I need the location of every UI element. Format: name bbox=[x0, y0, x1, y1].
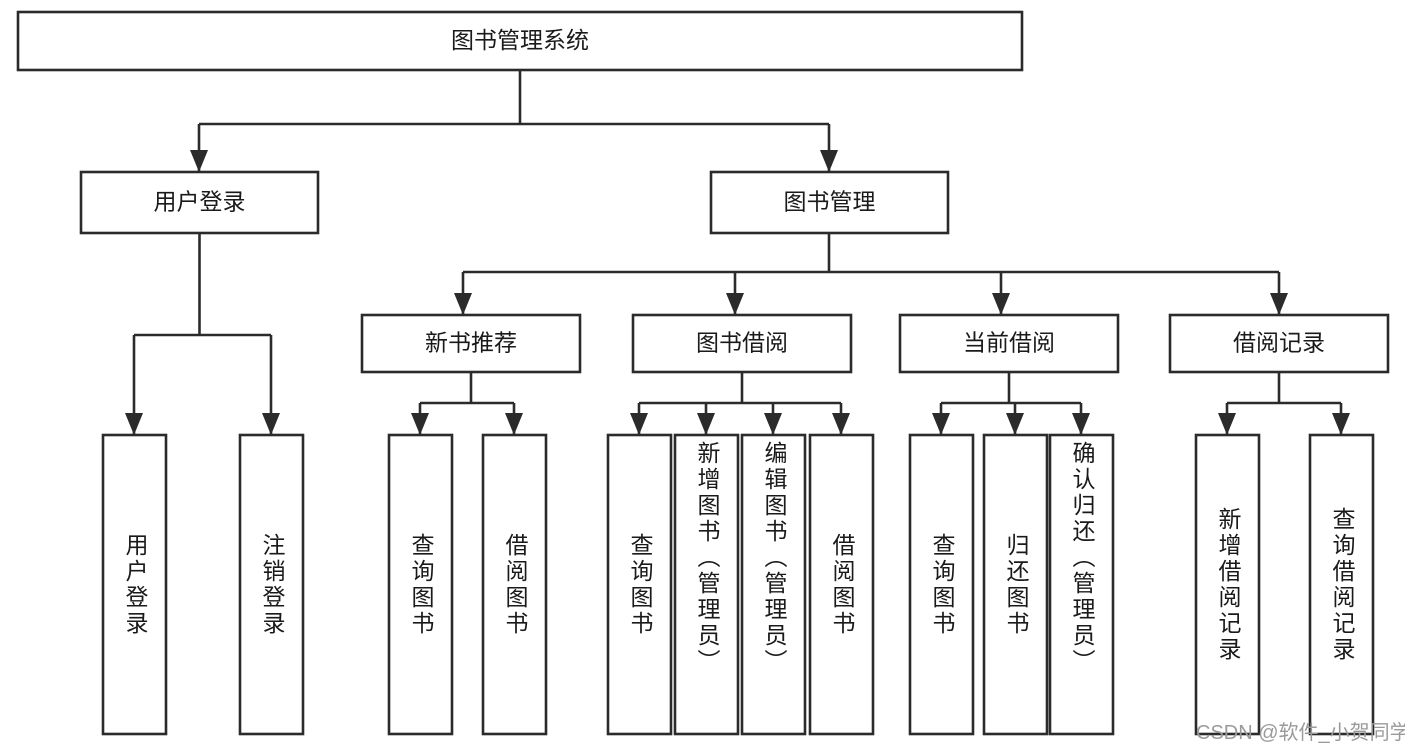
node-borrow-record[interactable] bbox=[1168, 313, 1390, 374]
node-label-new-book-rec: 新书推荐 bbox=[425, 330, 517, 356]
node-leaf-query-book-3[interactable] bbox=[908, 433, 975, 736]
node-root-图书管理系统[interactable] bbox=[16, 10, 1024, 72]
node-leaf-return-book[interactable] bbox=[982, 433, 1049, 736]
node-leaf-query-book-2[interactable] bbox=[606, 433, 673, 736]
node-leaf-borrow-book-2[interactable] bbox=[808, 433, 875, 736]
node-leaf-edit-book[interactable] bbox=[740, 433, 807, 736]
node-label-root: 图书管理系统 bbox=[451, 27, 589, 53]
node-label-borrow-record: 借阅记录 bbox=[1233, 330, 1325, 356]
node-current-borrow[interactable] bbox=[898, 313, 1120, 374]
node-leaf-add-record[interactable] bbox=[1194, 433, 1261, 736]
node-leaf-user-login[interactable] bbox=[101, 433, 168, 736]
connector-layer bbox=[125, 70, 1350, 435]
node-label-user-login: 用户登录 bbox=[154, 189, 246, 215]
node-leaf-query-book-1[interactable] bbox=[387, 433, 454, 736]
node-leaf-borrow-book-1[interactable] bbox=[481, 433, 548, 736]
node-new-book-rec[interactable] bbox=[360, 313, 582, 374]
node-leaf-confirm-return[interactable] bbox=[1048, 433, 1115, 736]
node-leaf-query-record[interactable] bbox=[1308, 433, 1375, 736]
node-label-current-borrow: 当前借阅 bbox=[963, 330, 1055, 356]
node-leaf-add-book[interactable] bbox=[673, 433, 740, 736]
node-book-borrow[interactable] bbox=[631, 313, 853, 374]
node-box-layer bbox=[16, 10, 1390, 736]
node-book-manage[interactable] bbox=[709, 170, 950, 235]
node-user-login[interactable] bbox=[79, 170, 320, 235]
node-label-book-manage: 图书管理 bbox=[784, 189, 876, 215]
csdn-watermark: CSDN @软件_小贺同学 bbox=[1196, 722, 1405, 744]
node-leaf-user-logout[interactable] bbox=[238, 433, 305, 736]
node-label-book-borrow: 图书借阅 bbox=[696, 330, 788, 356]
